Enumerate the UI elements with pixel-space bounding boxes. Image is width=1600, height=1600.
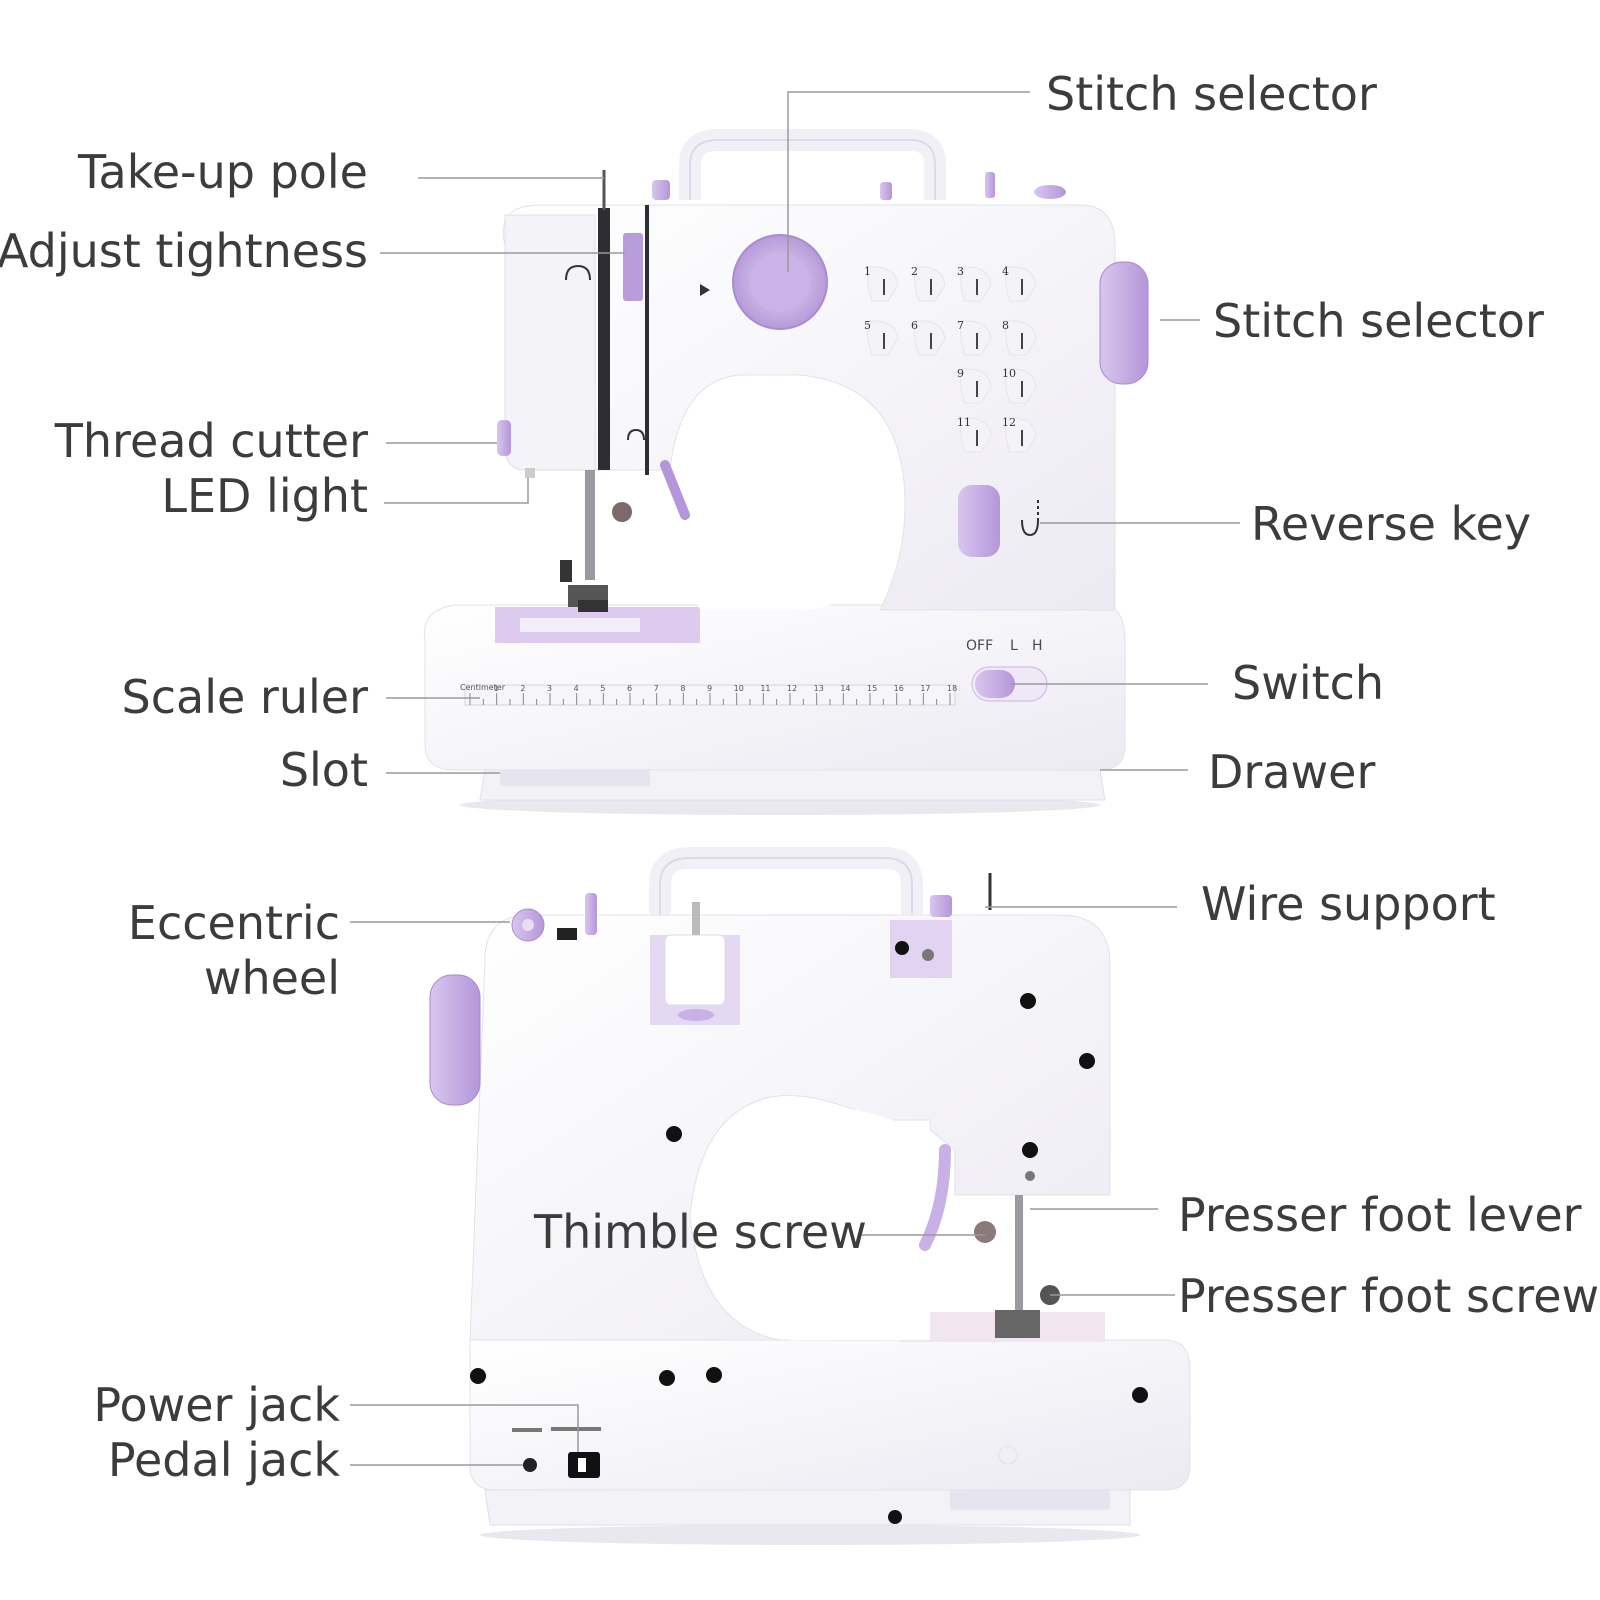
ruler-number: 7: [654, 684, 659, 693]
stitch-pattern-cell: [1005, 368, 1037, 404]
stitch-pattern-cell: [960, 417, 992, 453]
ruler-number: 2: [520, 684, 525, 693]
stitch-pattern-cell: [960, 266, 992, 302]
ruler-caption: Centimeter: [460, 683, 506, 692]
reverse-key-button[interactable]: [958, 485, 1000, 557]
stitch-pattern-cell: [867, 320, 899, 356]
ruler-number: 14: [840, 684, 850, 693]
ruler-number: 3: [547, 684, 552, 693]
slot: [500, 770, 650, 786]
label-thimble-screw: Thimble screw: [534, 1205, 867, 1259]
label-drawer: Drawer: [1208, 745, 1376, 799]
label-presser-foot-screw: Presser foot screw: [1178, 1269, 1600, 1323]
ruler-number: 1: [494, 684, 499, 693]
leader-lines: [350, 91, 1240, 1466]
stitch-number: 4: [1002, 265, 1009, 278]
thimble-screw[interactable]: [974, 1221, 996, 1243]
stitch-number: 2: [911, 265, 918, 278]
stitch-number: 3: [957, 265, 964, 278]
label-stitch-selector-right: Stitch selector: [1213, 294, 1544, 348]
ruler-number: 15: [867, 684, 877, 693]
pedal-jack[interactable]: [523, 1458, 537, 1472]
label-led-light: LED light: [161, 469, 368, 523]
stitch-pattern-cell: [867, 266, 899, 302]
label-adjust-tightness: Adjust tightness: [0, 224, 368, 278]
label-reverse-key: Reverse key: [1251, 497, 1532, 551]
ruler-number: 17: [920, 684, 930, 693]
label-switch: Switch: [1232, 656, 1385, 710]
stitch-number: 12: [1002, 416, 1016, 429]
stitch-pattern-cell: [1005, 266, 1037, 302]
stitch-number: 11: [957, 416, 971, 429]
stitch-number: 8: [1002, 319, 1009, 332]
label-pedal-jack: Pedal jack: [107, 1433, 340, 1487]
stitch-number: 7: [957, 319, 964, 332]
switch-off-text: OFF: [966, 638, 993, 654]
label-slot: Slot: [279, 743, 368, 797]
label-power-jack: Power jack: [93, 1378, 340, 1432]
label-eccentric-wheel-line2: wheel: [203, 951, 340, 1005]
ruler-number: 6: [627, 684, 632, 693]
switch-h-text: H: [1032, 638, 1043, 654]
stitch-number: 9: [957, 367, 964, 380]
ruler-number: 12: [787, 684, 797, 693]
stitch-pattern-cell: [914, 266, 946, 302]
stitch-number: 10: [1002, 367, 1016, 380]
ruler-number: 18: [947, 684, 957, 693]
label-eccentric-wheel-line1: Eccentric: [127, 896, 340, 950]
ruler-number: 16: [894, 684, 904, 693]
stitch-pattern-cell: [960, 320, 992, 356]
label-stitch-selector-top: Stitch selector: [1046, 67, 1377, 121]
label-take-up-pole: Take-up pole: [78, 145, 368, 199]
stitch-number: 1: [864, 265, 871, 278]
ruler-number: 10: [734, 684, 744, 693]
stitch-pattern-cell: [1005, 320, 1037, 356]
stitch-number: 5: [864, 319, 871, 332]
tension-dial[interactable]: [623, 233, 643, 301]
switch-l-text: L: [1010, 638, 1018, 654]
back-machine: [429, 847, 1191, 1545]
ruler-number: 4: [574, 684, 579, 693]
ruler-number: 11: [760, 684, 770, 693]
stitch-number: 6: [911, 319, 918, 332]
label-thread-cutter: Thread cutter: [54, 414, 368, 468]
stitch-pattern-cell: [1005, 417, 1037, 453]
stitch-pattern-cell: [960, 368, 992, 404]
handwheel[interactable]: [1099, 261, 1149, 385]
ruler-number: 8: [680, 684, 685, 693]
ruler-number: 13: [814, 684, 824, 693]
label-wire-support: Wire support: [1201, 877, 1496, 931]
ruler-number: 5: [600, 684, 605, 693]
stitch-pattern-cell: [914, 320, 946, 356]
label-scale-ruler: Scale ruler: [121, 670, 368, 724]
label-presser-foot-lever: Presser foot lever: [1178, 1188, 1582, 1242]
ruler-number: 9: [707, 684, 712, 693]
